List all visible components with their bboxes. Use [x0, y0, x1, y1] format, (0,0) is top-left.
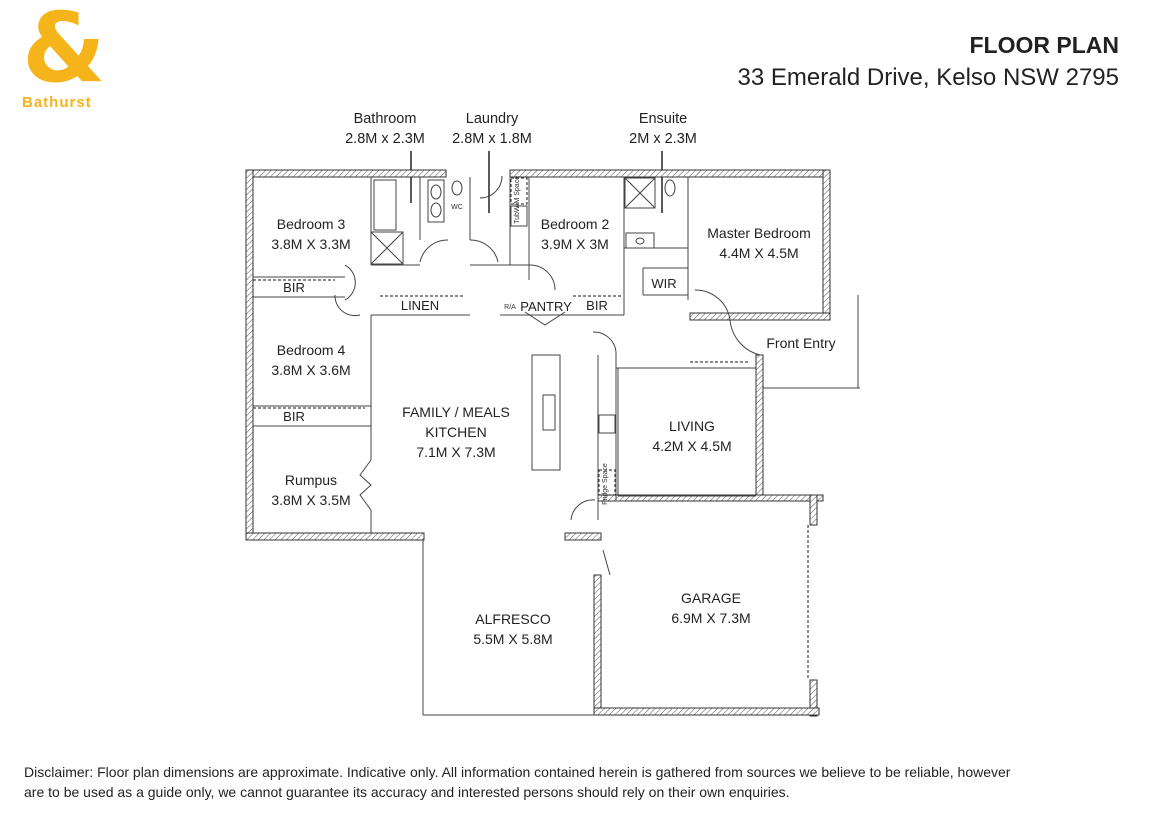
- kitchen-name: KITCHEN: [425, 424, 486, 440]
- ensuite-toilet-icon: [664, 179, 676, 197]
- bir-label-bedroom4: BIR: [283, 409, 305, 424]
- bathtub-icon: [373, 179, 397, 231]
- family-dims: 7.1M X 7.3M: [416, 444, 495, 460]
- ra-label: R/A: [504, 304, 516, 311]
- ensuite-callout-dims: 2M x 2.3M: [629, 131, 697, 147]
- living-dims: 4.2M X 4.5M: [652, 438, 731, 454]
- bir-label-bedroom2: BIR: [586, 298, 608, 313]
- family-meals-name: FAMILY / MEALS: [402, 404, 510, 420]
- rumpus-dims: 3.8M X 3.5M: [271, 492, 350, 508]
- interior-walls: [253, 177, 860, 716]
- robe-lines: [253, 279, 809, 680]
- disclaimer: Disclaimer: Floor plan dimensions are ap…: [24, 764, 1011, 800]
- front-entry-label: Front Entry: [766, 335, 835, 351]
- fixtures: [370, 177, 676, 496]
- vanity-icon: [427, 179, 445, 223]
- bedroom4-name: Bedroom 4: [277, 342, 346, 358]
- tub-label: Tub: [514, 212, 521, 224]
- wm-space-label: W/M Space: [514, 176, 521, 212]
- linen-label: LINEN: [401, 298, 439, 313]
- living-name: LIVING: [669, 418, 715, 434]
- bathroom-callout-name: Bathroom: [354, 111, 417, 127]
- page-title: FLOOR PLAN: [969, 32, 1120, 58]
- ensuite-callout-name: Ensuite: [639, 111, 687, 127]
- laundry-tub-icon: [510, 205, 528, 227]
- bedroom2-name: Bedroom 2: [541, 216, 610, 232]
- toilet-icon: [451, 180, 463, 196]
- laundry-callout-name: Laundry: [466, 111, 519, 127]
- logo-text: Bathurst: [22, 94, 92, 111]
- fridge-space-label: Fridge Space: [602, 463, 609, 505]
- cooktop-icon: [598, 414, 616, 434]
- bedroom3-name: Bedroom 3: [277, 216, 346, 232]
- bathurst-logo: & Bathurst: [18, 0, 118, 111]
- ensuite-shower-icon: [624, 177, 656, 209]
- bathroom-callout-dims: 2.8M x 2.3M: [345, 131, 425, 147]
- master-bedroom-name: Master Bedroom: [707, 225, 810, 241]
- garage-dims: 6.9M X 7.3M: [671, 610, 750, 626]
- washing-machine-space: [510, 177, 528, 205]
- pantry-label: PANTRY: [520, 299, 572, 314]
- bir-label-bedroom3: BIR: [283, 280, 305, 295]
- exterior-walls: [245, 169, 831, 717]
- master-bedroom-dims: 4.4M X 4.5M: [719, 245, 798, 261]
- kitchen-island: [531, 354, 561, 471]
- property-address: 33 Emerald Drive, Kelso NSW 2795: [737, 64, 1120, 91]
- ampersand-logo-icon: &: [22, 0, 106, 104]
- doors: [334, 175, 761, 576]
- wc-label: WC: [451, 204, 463, 211]
- wir-label: WIR: [651, 276, 676, 291]
- alfresco-name: ALFRESCO: [475, 611, 551, 627]
- bedroom2-dims: 3.9M X 3M: [541, 236, 609, 252]
- garage-name: GARAGE: [681, 590, 741, 606]
- ensuite-vanity-icon: [625, 232, 655, 249]
- bedroom4-dims: 3.8M X 3.6M: [271, 362, 350, 378]
- rumpus-name: Rumpus: [285, 472, 337, 488]
- alfresco-dims: 5.5M X 5.8M: [473, 631, 552, 647]
- sink-icon: [542, 394, 556, 431]
- laundry-callout-dims: 2.8M x 1.8M: [452, 131, 532, 147]
- shower-icon: [370, 231, 404, 265]
- fridge-space: [598, 469, 616, 496]
- bedroom3-dims: 3.8M X 3.3M: [271, 236, 350, 252]
